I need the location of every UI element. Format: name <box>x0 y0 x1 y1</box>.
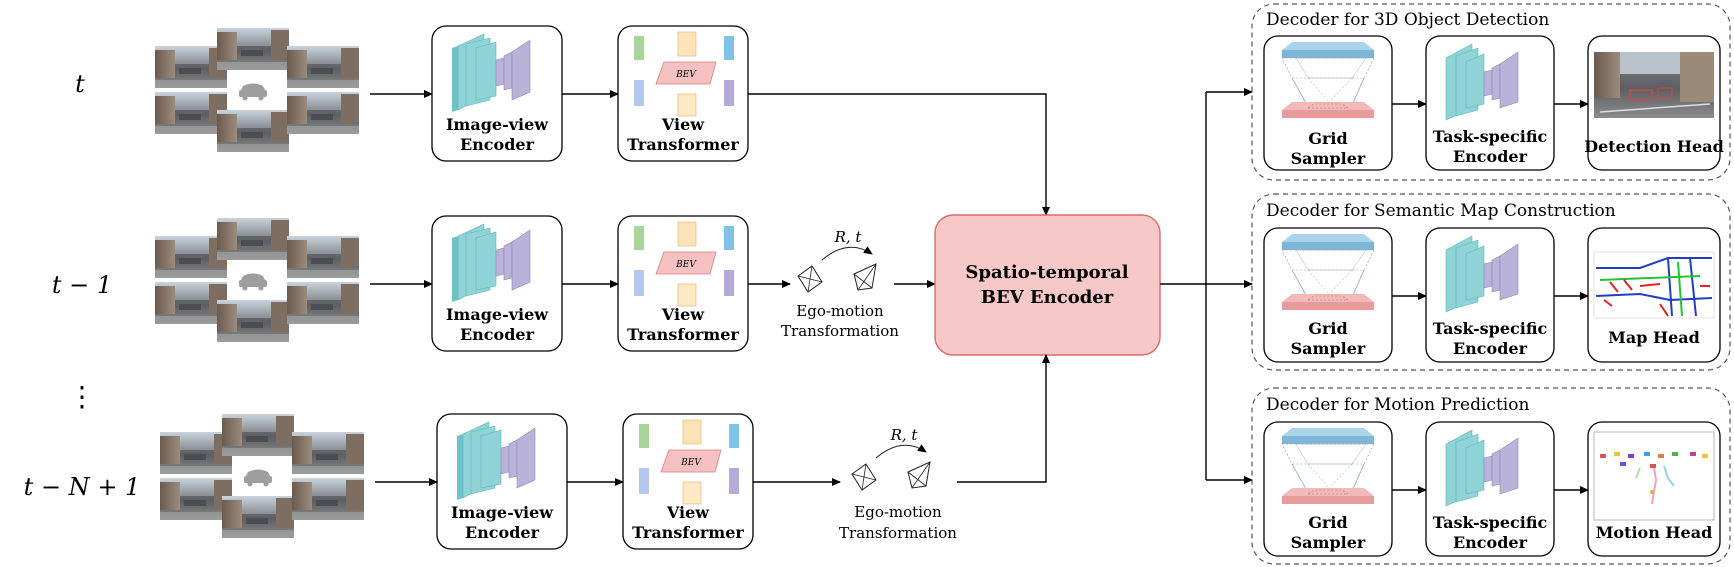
bev-encoder-label-2: BEV Encoder <box>981 287 1114 308</box>
semantic-map-image <box>1593 251 1715 319</box>
ego-motion-label-1a: Ego-motion <box>796 302 884 320</box>
encoder-label-2: Encoder <box>465 523 540 542</box>
transformer-label-2: Transformer <box>627 135 739 154</box>
encoder-label-2: Encoder <box>460 325 535 344</box>
decoder-motion-panel <box>1251 387 1731 565</box>
grid-sampler-label-1: Grid <box>1308 513 1347 532</box>
ego-motion-icon-2 <box>851 461 931 491</box>
time-label-t-minus-1: t − 1 <box>52 271 112 299</box>
bev-encoder-label-1: Spatio-temporal <box>965 262 1128 283</box>
grid-sampler-label-2: Sampler <box>1291 533 1366 552</box>
transformer-label-1: View <box>661 115 705 134</box>
decoder-motion-title: Decoder for Motion Prediction <box>1266 395 1529 415</box>
grid-sampler-label-1: Grid <box>1308 319 1347 338</box>
detection-head-label: Detection Head <box>1584 137 1724 156</box>
task-encoder-label-1: Task-specific <box>1433 319 1548 338</box>
transformer-label-2: Transformer <box>627 325 739 344</box>
motion-head-label: Motion Head <box>1596 523 1713 542</box>
encoder-label-1: Image-view <box>446 305 549 324</box>
encoder-label-2: Encoder <box>460 135 535 154</box>
grid-sampler-label-2: Sampler <box>1291 149 1366 168</box>
decoder-detection-title: Decoder for 3D Object Detection <box>1266 10 1549 30</box>
decoder-detection-panel <box>1251 3 1731 181</box>
transformer-label-1: View <box>666 503 710 522</box>
map-head-label: Map Head <box>1608 328 1700 347</box>
surround-view-images-t-minus-n-plus-1 <box>160 414 364 538</box>
view-transformer-icon: BEV <box>639 419 739 505</box>
ego-motion-label-1b: Transformation <box>781 322 899 340</box>
surround-view-images-t-minus-1 <box>155 218 359 342</box>
task-encoder-label-2: Encoder <box>1453 147 1528 166</box>
ego-motion-label-2a: Ego-motion <box>854 503 942 521</box>
bev-tag: BEV <box>680 458 702 468</box>
ego-motion-icon-1 <box>797 263 877 293</box>
ego-motion-rt-1: R, t <box>834 228 863 246</box>
view-transformer-icon: BEV <box>634 221 734 307</box>
transformer-label-2: Transformer <box>632 523 744 542</box>
time-label-t: t <box>75 70 85 98</box>
ellipsis-vertical: ⋮ <box>68 380 96 413</box>
bev-tag: BEV <box>675 70 697 80</box>
task-encoder-label-1: Task-specific <box>1433 127 1548 146</box>
ego-motion-label-2b: Transformation <box>839 524 957 542</box>
grid-sampler-label-2: Sampler <box>1291 339 1366 358</box>
task-encoder-label-1: Task-specific <box>1433 513 1548 532</box>
detection-image <box>1594 52 1714 118</box>
encoder-label-1: Image-view <box>446 115 549 134</box>
transformer-label-1: View <box>661 305 705 324</box>
encoder-label-1: Image-view <box>451 503 554 522</box>
bev-tag: BEV <box>675 260 697 270</box>
grid-sampler-label-1: Grid <box>1308 129 1347 148</box>
motion-prediction-image <box>1593 431 1715 521</box>
decoder-map-panel <box>1251 193 1731 371</box>
task-encoder-label-2: Encoder <box>1453 533 1528 552</box>
task-encoder-label-2: Encoder <box>1453 339 1528 358</box>
time-label-t-minus-n-plus-1: t − N + 1 <box>24 473 141 501</box>
decoder-map-title: Decoder for Semantic Map Construction <box>1266 201 1616 221</box>
spatio-temporal-bev-encoder <box>934 214 1161 356</box>
surround-view-images-t <box>155 28 359 152</box>
ego-motion-rt-2: R, t <box>890 426 919 444</box>
view-transformer-icon: BEV <box>634 31 734 117</box>
